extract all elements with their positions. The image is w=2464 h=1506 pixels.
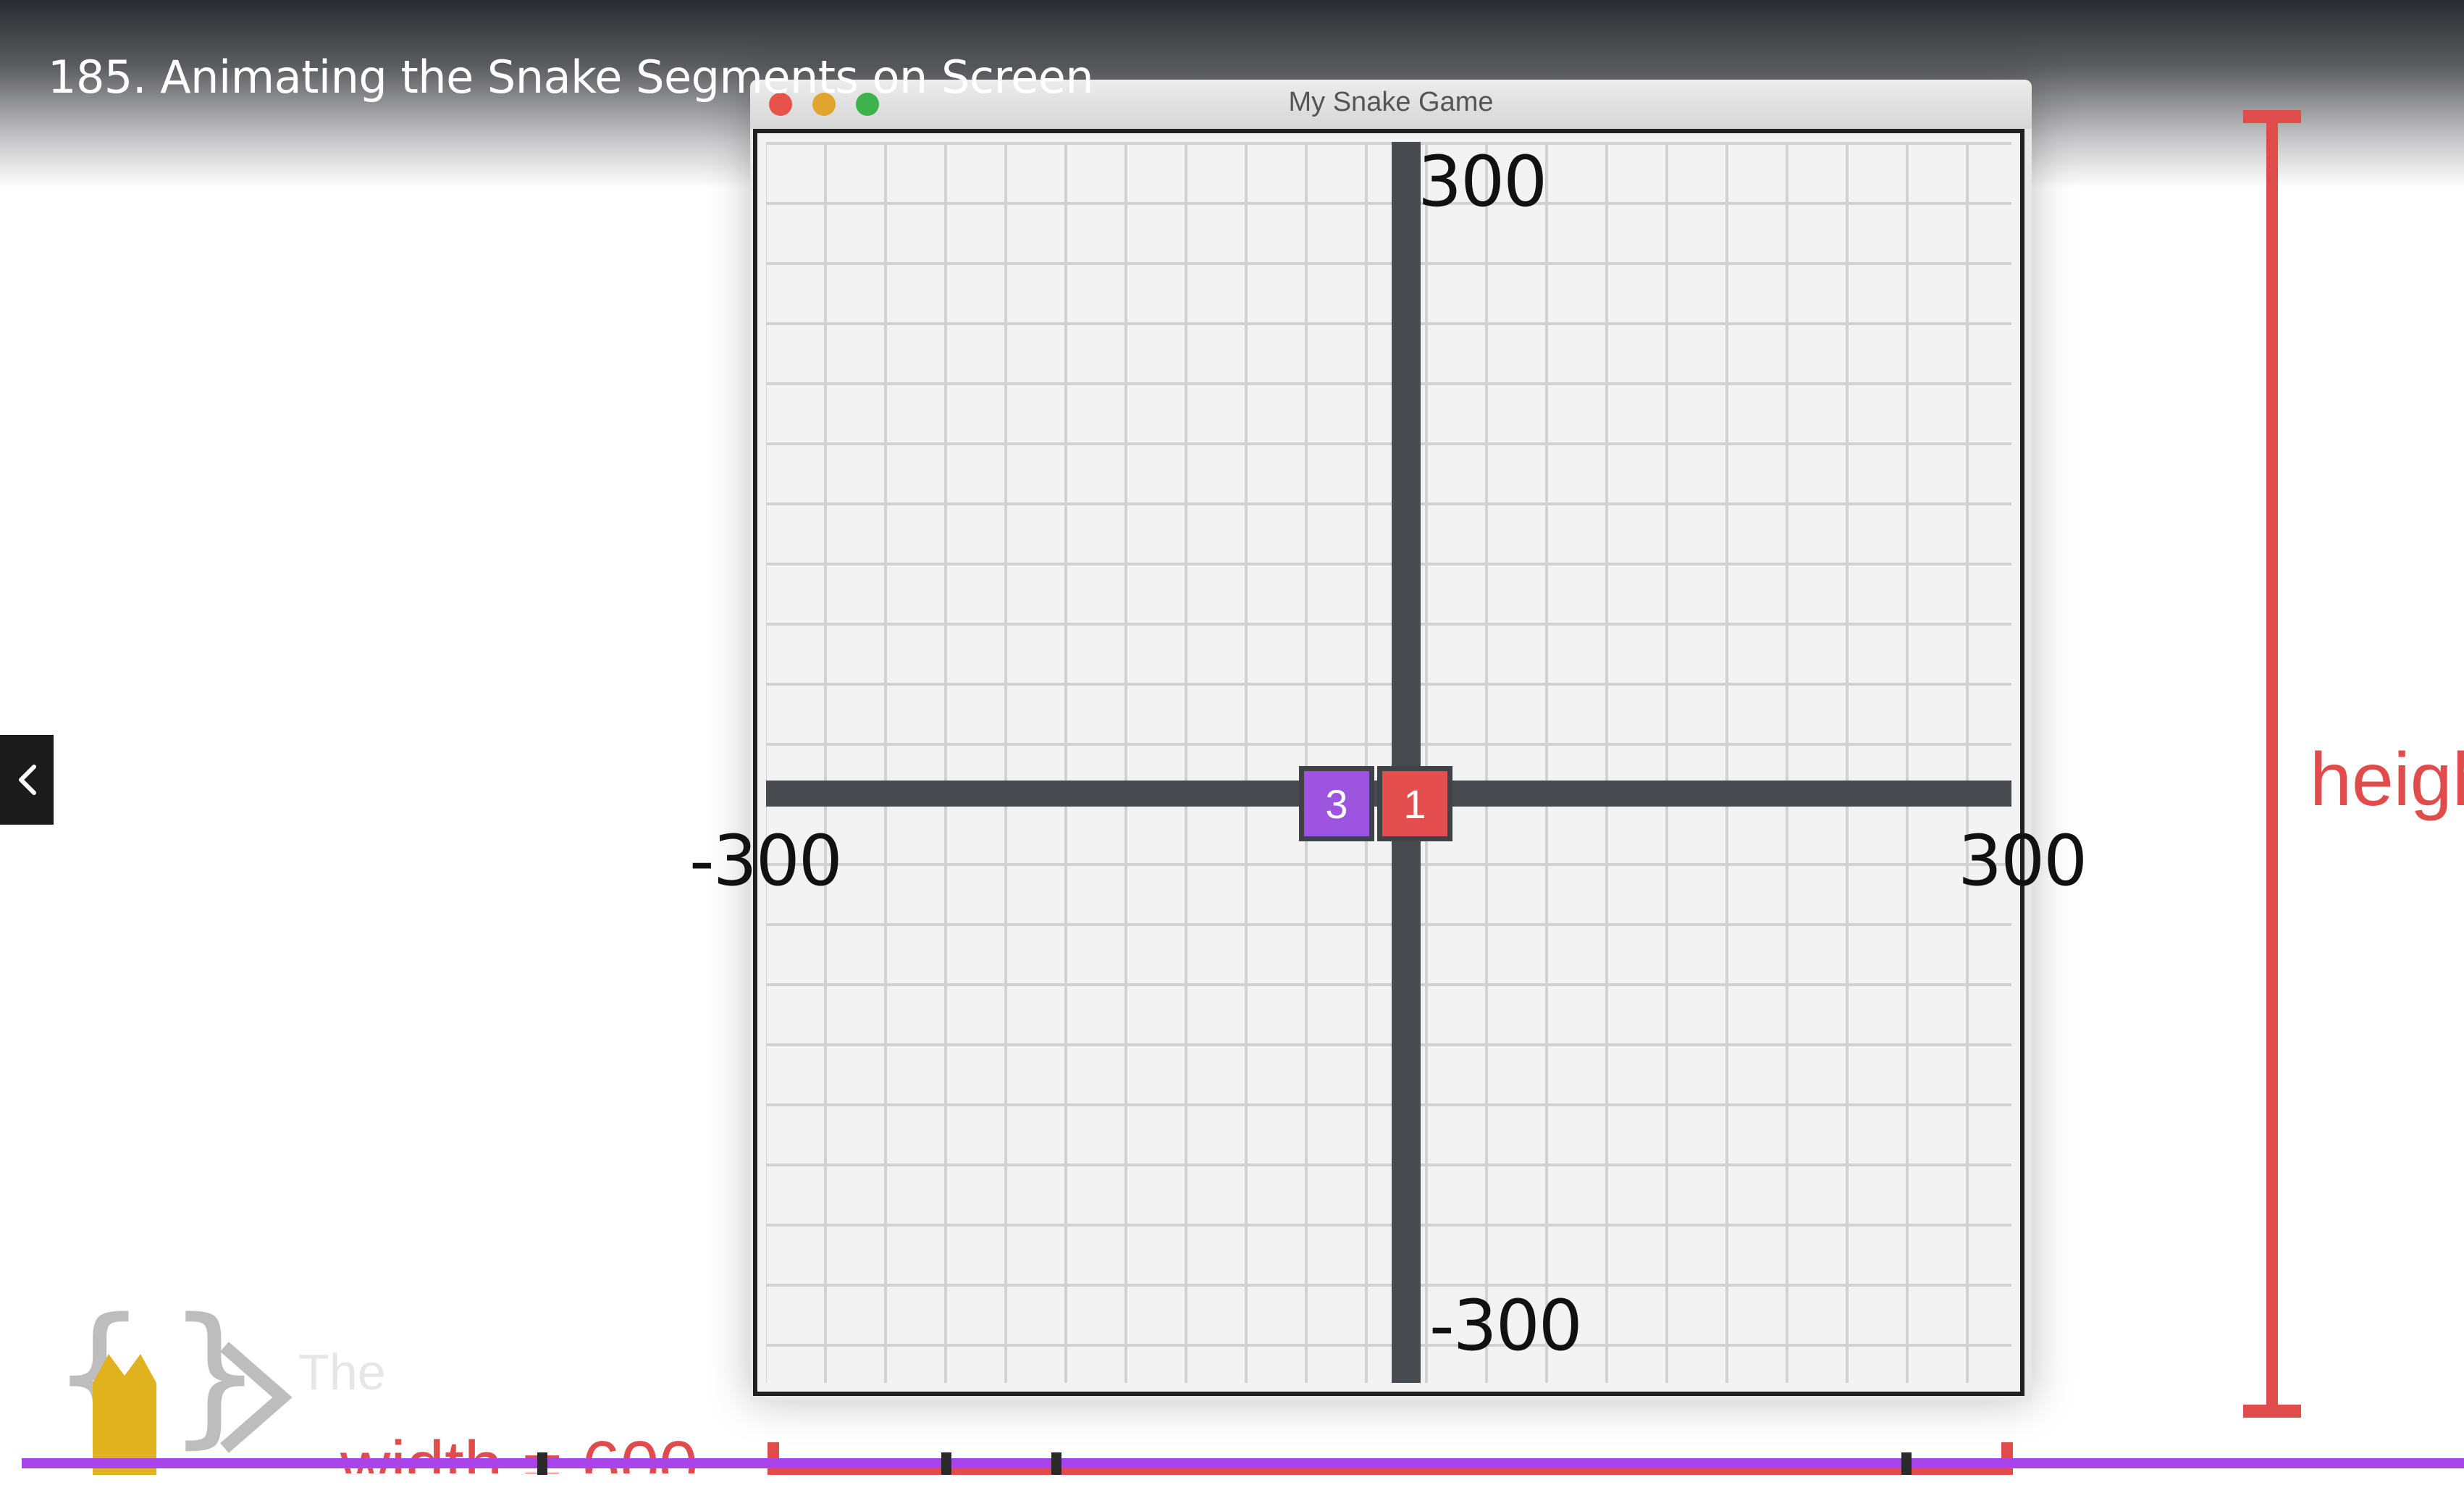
chevron-left-icon bbox=[19, 765, 36, 795]
course-logo: { } bbox=[51, 1285, 297, 1475]
snake-segment-3-label: 3 bbox=[1325, 781, 1348, 827]
chapter-marker[interactable] bbox=[941, 1452, 951, 1475]
height-annotation: heigh bbox=[2310, 738, 2464, 822]
window-maximize-button[interactable] bbox=[856, 93, 879, 116]
axis-label-top: 300 bbox=[1418, 141, 1547, 222]
logo-ghost-text: The bbox=[298, 1344, 386, 1400]
game-canvas[interactable]: 3 1 bbox=[753, 129, 2024, 1396]
snake-game-window: My Snake Game 3 1 bbox=[750, 80, 2032, 1400]
svg-text:}: } bbox=[167, 1303, 264, 1463]
axis-label-right: 300 bbox=[1958, 820, 2087, 901]
y-axis bbox=[1392, 142, 1421, 1383]
snake-segment-3: 3 bbox=[1299, 766, 1374, 841]
grid: 3 1 bbox=[766, 142, 2011, 1383]
snake-segment-1: 1 bbox=[1377, 766, 1452, 841]
axis-label-left: -300 bbox=[689, 820, 843, 901]
video-progress-bar[interactable] bbox=[22, 1458, 2464, 1468]
previous-button[interactable] bbox=[0, 735, 54, 825]
snake-segment-1-label: 1 bbox=[1403, 781, 1426, 827]
axis-label-bottom: -300 bbox=[1429, 1285, 1583, 1366]
window-close-button[interactable] bbox=[769, 93, 792, 116]
window-minimize-button[interactable] bbox=[812, 93, 836, 116]
window-title: My Snake Game bbox=[1288, 87, 1494, 117]
height-bar bbox=[2266, 114, 2278, 1418]
height-bar-cap-bottom bbox=[2243, 1405, 2301, 1418]
chapter-marker[interactable] bbox=[1051, 1452, 1061, 1475]
chapter-marker[interactable] bbox=[1901, 1452, 1912, 1475]
chapter-marker[interactable] bbox=[537, 1452, 547, 1475]
window-titlebar[interactable]: My Snake Game bbox=[750, 80, 2032, 129]
video-title: 185. Animating the Snake Segments on Scr… bbox=[48, 51, 1094, 104]
